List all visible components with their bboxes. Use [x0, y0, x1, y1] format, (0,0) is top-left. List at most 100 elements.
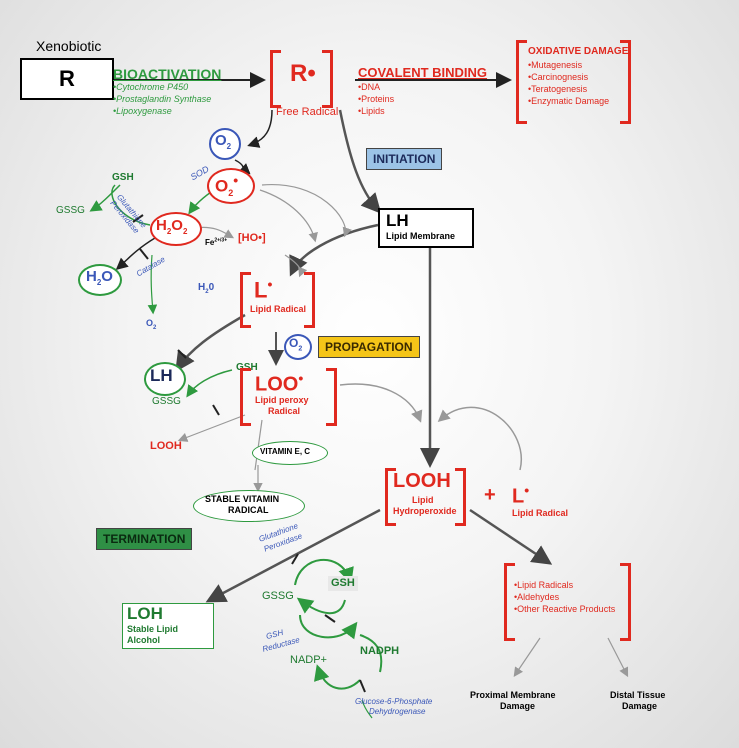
looh-small-label: LOOH	[150, 440, 182, 452]
loo-label: Lipid peroxy	[255, 395, 309, 405]
bracket-right	[620, 563, 631, 641]
distal-damage-label: Damage	[622, 701, 658, 711]
arrow-h2o2-to-water	[115, 237, 156, 270]
cycle-arc-right	[299, 614, 358, 640]
oxygen-label: O2	[289, 336, 303, 353]
h2o2-circle	[150, 212, 202, 246]
arrow-looh-to-products	[469, 508, 553, 565]
arrow-gsh-to-gssg	[89, 184, 121, 212]
xenobiotic-symbol: R	[59, 66, 75, 91]
stable-vitamin-ellipse	[193, 490, 305, 522]
initiation-tag: INITIATION	[366, 148, 443, 170]
looh-label: Hydroperoxide	[393, 506, 457, 516]
covalent-item: •DNA	[358, 82, 381, 92]
oxidative-item: •Carcinognesis	[528, 72, 589, 82]
covalent-title: COVALENT BINDING	[358, 65, 488, 80]
bracket-right	[304, 272, 315, 328]
inhibit-bar-5	[291, 553, 299, 565]
looh-label: Lipid	[412, 495, 434, 505]
arrow-superoxide-to-l	[261, 184, 352, 238]
xenobiotic-box: R	[20, 58, 114, 100]
arrow-loo-to-looh	[339, 383, 423, 423]
loh-label: Alcohol	[127, 635, 160, 645]
gssg-label: GSSG	[152, 396, 181, 407]
arrow-l-to-lh	[175, 313, 246, 373]
bracket-left	[240, 368, 251, 426]
gsh-label: GSH	[328, 576, 358, 591]
plus-sign: +	[484, 484, 496, 506]
free-radical-symbol: R•	[290, 60, 316, 87]
arrow-lh-to-l	[289, 223, 379, 277]
g6pd-label: Glucose-6-Phosphate	[355, 697, 433, 706]
arrow-products-to-proximal	[513, 637, 541, 677]
arrow-products-to-distal	[607, 637, 629, 678]
oxidative-title: OXIDATIVE DAMAGE	[528, 46, 629, 57]
bioactivation-item: •Cytochrome P450	[113, 82, 189, 92]
arrow-superoxide-to-hydroxyl	[259, 189, 318, 243]
bracket-left	[516, 40, 527, 124]
oxygen-circle	[284, 334, 312, 360]
lipid-membrane-label: Lipid Membrane	[386, 231, 456, 241]
cycle-arc-left	[296, 597, 346, 615]
arrow-radical-to-lh	[338, 109, 382, 214]
superoxide-circle	[207, 168, 255, 204]
arrow-radical-to-o2	[247, 109, 273, 148]
gsh-label: GSH	[112, 172, 134, 183]
bioactivation-title: BIOACTIVATION	[113, 66, 222, 82]
water-label: H2O	[86, 268, 113, 287]
loh-label: Stable Lipid	[127, 624, 179, 634]
hydroxyl-label: [HO•]	[238, 232, 266, 244]
lipid-radical-symbol: L•	[512, 482, 530, 508]
stable-vitamin-label: STABLE VITAMIN	[205, 494, 280, 504]
iron-label: Fe2+/3+	[205, 237, 228, 247]
termination-tag: TERMINATION	[96, 528, 193, 550]
arrow-loo-to-looh-small	[177, 414, 246, 442]
lh-circle-label: LH	[150, 366, 173, 385]
lipid-radical-symbol: L•	[254, 276, 273, 303]
nadp-label: NADP+	[290, 654, 327, 666]
product-item: •Other Reactive Products	[514, 604, 616, 614]
arrow-h2o2-glut	[111, 184, 151, 226]
nadph-label: NADPH	[360, 645, 400, 657]
lipid-membrane-box: LH Lipid Membrane	[378, 208, 474, 248]
propagation-tag: PROPAGATION	[318, 336, 420, 358]
superoxide-label: O2•	[215, 172, 239, 199]
arrow-l2-to-looh	[437, 406, 523, 471]
bioactivation-item: •Prostaglandin Synthase	[113, 94, 212, 104]
h2o2-label: H2O2	[156, 217, 188, 236]
lipid-radical-label: Lipid Radical	[512, 508, 569, 518]
oxidative-item: •Enzymatic Damage	[528, 96, 610, 106]
gsh-label: GSH	[236, 362, 258, 373]
bracket-right	[322, 50, 333, 108]
oxygen-product-label: O2	[146, 318, 157, 331]
arrow-looh-to-loh	[205, 508, 381, 603]
proximal-damage-label: Proximal Membrane	[470, 690, 556, 700]
bracket-left	[504, 563, 515, 641]
inhibit-bar-1	[132, 214, 144, 223]
cycle-arc-nadph	[359, 634, 383, 673]
arrow-catalase-to-o2	[147, 254, 158, 315]
gssg-label: GSSG	[56, 205, 85, 216]
stable-vitamin-label: RADICAL	[228, 505, 269, 515]
inhibit-bar-6	[324, 614, 336, 623]
vitamin-ellipse	[252, 441, 328, 465]
xenobiotic-label: Xenobiotic	[36, 38, 102, 54]
bioactivation-item: •Lipoxygenase	[113, 106, 172, 116]
inhibit-bar-2	[139, 248, 149, 260]
oxygen-label: O2	[215, 132, 232, 151]
bracket-right	[620, 40, 631, 124]
bracket-right	[326, 368, 337, 426]
arrow-hydroxyl-to-l	[284, 254, 308, 278]
loo-symbol: LOO•	[255, 370, 304, 396]
lipid-radical-label: Lipid Radical	[250, 304, 307, 314]
g6pd-label: Dehydrogenase	[369, 707, 426, 716]
water-circle	[78, 264, 122, 296]
cycle-arc-bottom	[314, 664, 361, 690]
arrow-gsh-loo	[186, 369, 233, 398]
bracket-left	[385, 468, 396, 526]
proximal-damage-label: Damage	[500, 701, 536, 711]
loh-symbol: LOH	[127, 604, 163, 623]
bracket-left	[270, 50, 281, 108]
